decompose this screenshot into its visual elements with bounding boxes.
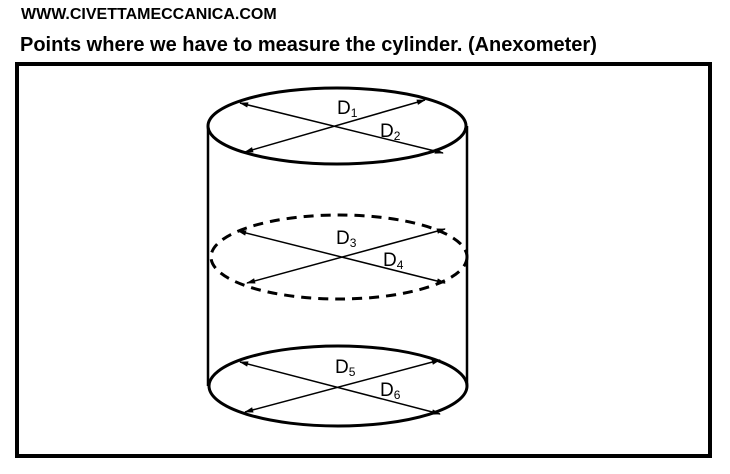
site-url: WWW.CIVETTAMECCANICA.COM xyxy=(21,6,277,23)
label-d4: D4 xyxy=(383,250,404,272)
frame xyxy=(15,62,712,458)
label-d1: D1 xyxy=(337,98,358,120)
page-title: Points where we have to measure the cyli… xyxy=(20,34,597,56)
middle-dashed-ellipse xyxy=(209,213,469,301)
label-d2: D2 xyxy=(380,121,401,143)
label-d6: D6 xyxy=(380,380,401,402)
label-d3: D3 xyxy=(336,228,357,250)
measure-line-d6 xyxy=(239,361,441,415)
measure-line-d2 xyxy=(239,102,444,154)
bottom-ellipse xyxy=(207,344,469,428)
measure-line-d4 xyxy=(237,230,446,284)
label-d5: D5 xyxy=(335,357,356,379)
